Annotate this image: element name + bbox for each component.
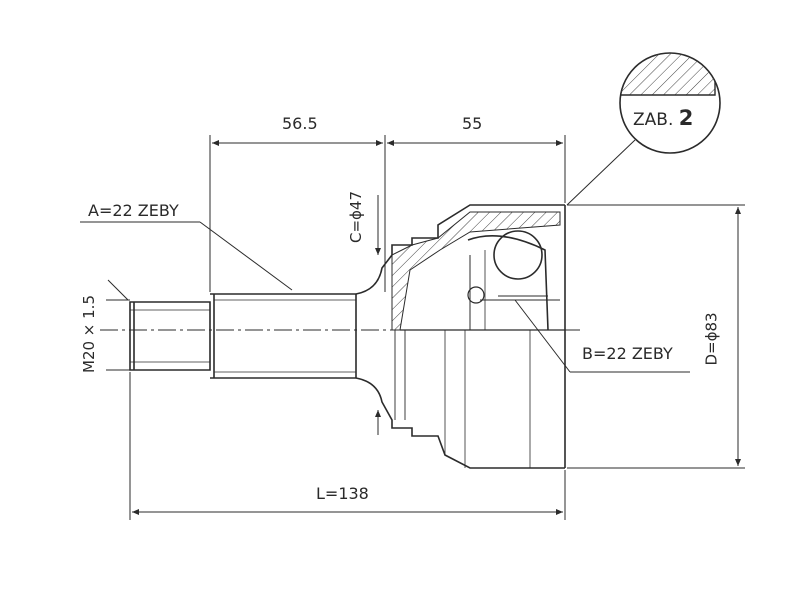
threaded-end xyxy=(129,301,211,371)
leader-b xyxy=(514,299,571,373)
seal-diameter-label: C=ϕ47 xyxy=(347,190,366,244)
ball xyxy=(493,230,543,280)
section-hatch xyxy=(391,211,561,331)
thread-label: M20 × 1.5 xyxy=(80,295,98,373)
part-outline xyxy=(129,204,566,469)
detail-tag: ZAB. 2 xyxy=(633,106,693,130)
inner-race xyxy=(467,235,549,331)
leader-detail xyxy=(566,139,636,206)
splined-shaft xyxy=(210,293,357,379)
detail-number: 2 xyxy=(678,106,694,130)
outer-diameter-label: D=ϕ83 xyxy=(702,312,721,366)
spline-b-label: B=22 ZEBY xyxy=(582,344,673,363)
dim-56-5-label: 56.5 xyxy=(282,114,318,133)
dim-55-label: 55 xyxy=(462,114,483,133)
spline-a-label: A=22 ZEBY xyxy=(88,201,179,220)
detail-circle xyxy=(619,52,721,154)
total-length-label: L=138 xyxy=(316,484,369,503)
detail-tag-text: ZAB. xyxy=(633,110,674,130)
